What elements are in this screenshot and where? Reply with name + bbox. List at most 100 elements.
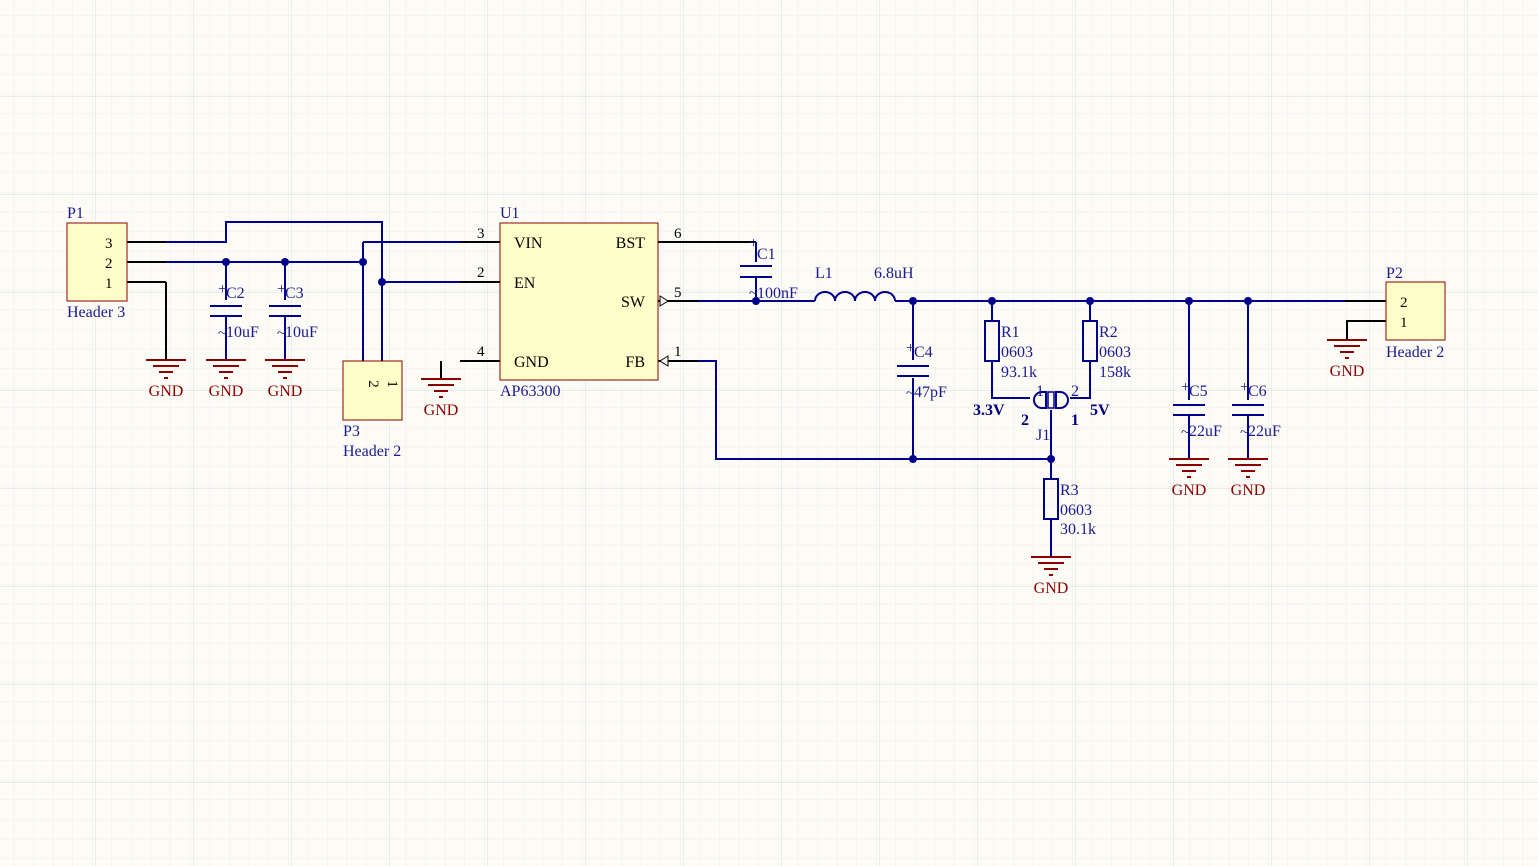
r2-package: 0603 bbox=[1099, 344, 1131, 361]
c4-value: 47pF bbox=[914, 384, 947, 401]
j1-pin-2: 2 bbox=[1021, 412, 1029, 429]
l1-value: 6.8uH bbox=[874, 265, 914, 282]
u1-pin-bst: BST bbox=[616, 235, 646, 252]
gnd-label: GND bbox=[268, 383, 303, 400]
sw-output-arrow bbox=[659, 295, 669, 307]
p1-pin-3: 3 bbox=[105, 236, 113, 252]
gnd-label: GND bbox=[1231, 482, 1266, 499]
p3-pin-1: 1 bbox=[384, 380, 400, 388]
u1-pin-num-gnd: 4 bbox=[477, 344, 485, 360]
capacitor-c2[interactable]: + C2 ~ 10uF bbox=[210, 281, 259, 360]
u1-value: AP63300 bbox=[500, 383, 560, 400]
r3-package: 0603 bbox=[1060, 502, 1092, 519]
c6-value: 22uF bbox=[1248, 423, 1281, 440]
gnd-symbol-p1: GND bbox=[146, 359, 186, 400]
r1-package: 0603 bbox=[1001, 344, 1033, 361]
c4-ref: C4 bbox=[914, 344, 933, 361]
r3-value: 30.1k bbox=[1060, 521, 1096, 538]
fb-input-arrow bbox=[659, 355, 669, 367]
gnd-label: GND bbox=[1172, 482, 1207, 499]
u1-pin-num-bst: 6 bbox=[674, 226, 682, 242]
c3-ref: C3 bbox=[285, 285, 304, 302]
resistor-r1[interactable]: R1 0603 93.1k bbox=[984, 320, 1037, 381]
u1-pin-fb: FB bbox=[625, 354, 645, 371]
gnd-symbol-r3: GND bbox=[1031, 556, 1071, 597]
gnd-symbol-c3: GND bbox=[265, 359, 305, 400]
c3-value: 10uF bbox=[285, 324, 318, 341]
capacitor-c6[interactable]: + C6 ~ 22uF bbox=[1232, 379, 1281, 459]
r1-value: 93.1k bbox=[1001, 364, 1037, 381]
gnd-label: GND bbox=[1034, 580, 1069, 597]
c2-value: 10uF bbox=[226, 324, 259, 341]
j1-small-pin-1: 1 bbox=[1036, 383, 1044, 400]
l1-ref: L1 bbox=[815, 265, 833, 282]
connector-p3[interactable]: 2 1 P3 Header 2 bbox=[342, 360, 403, 460]
c1-ref: C1 bbox=[757, 246, 776, 263]
resistor-r2[interactable]: R2 0603 158k bbox=[1082, 320, 1131, 381]
c5-ref: C5 bbox=[1189, 383, 1208, 400]
u1-pin-en: EN bbox=[514, 275, 536, 292]
p1-pin-2: 2 bbox=[105, 256, 113, 272]
capacitor-c4[interactable]: + C4 ~ 47pF bbox=[897, 340, 947, 402]
c1-tilde: ~ bbox=[749, 285, 758, 302]
r2-ref: R2 bbox=[1099, 324, 1118, 341]
capacitor-c1[interactable]: + C1 ~ 100nF bbox=[740, 235, 798, 302]
c3-plus-mark: + bbox=[277, 281, 286, 298]
c4-plus-mark: + bbox=[906, 340, 915, 357]
u1-pin-gnd: GND bbox=[514, 354, 549, 371]
c4-tilde: ~ bbox=[906, 385, 915, 402]
gnd-label: GND bbox=[149, 383, 184, 400]
gnd-symbol-c6: GND bbox=[1228, 458, 1268, 499]
p3-pin-2: 2 bbox=[365, 380, 381, 388]
jumper-j1[interactable]: 1 2 3.3V 5V 2 1 J1 bbox=[973, 383, 1110, 444]
gnd-symbol-c2: GND bbox=[206, 359, 246, 400]
c6-tilde: ~ bbox=[1240, 424, 1249, 441]
p2-ref: P2 bbox=[1386, 265, 1403, 282]
p2-pin-1: 1 bbox=[1400, 315, 1408, 331]
u1-pin-num-fb: 1 bbox=[674, 344, 682, 360]
p1-pin-1: 1 bbox=[105, 276, 113, 292]
capacitor-c3[interactable]: + C3 ~ 10uF bbox=[269, 281, 318, 360]
p1-ref: P1 bbox=[67, 205, 84, 222]
j1-label-5v: 5V bbox=[1090, 402, 1110, 419]
connector-p2[interactable]: P2 2 1 Header 2 bbox=[1385, 265, 1446, 361]
p3-value: Header 2 bbox=[343, 443, 401, 460]
p2-pin-2: 2 bbox=[1400, 295, 1408, 311]
junctions bbox=[222, 258, 1252, 463]
u1-pin-num-vin: 3 bbox=[477, 226, 485, 242]
u1-ref: U1 bbox=[500, 205, 520, 222]
gnd-label: GND bbox=[1330, 363, 1365, 380]
u1-pin-num-sw: 5 bbox=[674, 285, 682, 301]
ground-symbols: GND GND GND GND GND GND GND GND bbox=[146, 339, 1367, 597]
gnd-label: GND bbox=[209, 383, 244, 400]
c5-value: 22uF bbox=[1189, 423, 1222, 440]
c5-plus-mark: + bbox=[1181, 379, 1190, 396]
c6-plus-mark: + bbox=[1240, 379, 1249, 396]
ic-u1[interactable]: U1 AP63300 3 2 4 VIN EN GND 6 5 1 BST SW… bbox=[477, 205, 682, 400]
capacitor-c5[interactable]: + C5 ~ 22uF bbox=[1173, 379, 1222, 459]
gnd-symbol-p2: GND bbox=[1327, 339, 1367, 380]
c6-ref: C6 bbox=[1248, 383, 1267, 400]
gnd-symbol-c5: GND bbox=[1169, 458, 1209, 499]
resistor-r3[interactable]: R3 0603 30.1k bbox=[1043, 478, 1096, 557]
u1-pin-num-en: 2 bbox=[477, 265, 485, 281]
j1-ref: J1 bbox=[1036, 427, 1050, 444]
c1-value: 100nF bbox=[757, 285, 798, 302]
c2-ref: C2 bbox=[226, 285, 245, 302]
p2-value: Header 2 bbox=[1386, 344, 1444, 361]
p3-ref: P3 bbox=[343, 423, 360, 440]
c5-tilde: ~ bbox=[1181, 424, 1190, 441]
j1-pin-1: 1 bbox=[1071, 412, 1079, 429]
r2-value: 158k bbox=[1099, 364, 1131, 381]
connector-p1[interactable]: P1 3 2 1 Header 3 bbox=[66, 205, 128, 321]
p1-value: Header 3 bbox=[67, 304, 125, 321]
c3-tilde: ~ bbox=[277, 325, 286, 342]
c2-tilde: ~ bbox=[218, 325, 227, 342]
r1-ref: R1 bbox=[1001, 324, 1020, 341]
c1-plus-mark: + bbox=[749, 235, 758, 252]
c2-plus-mark: + bbox=[218, 281, 227, 298]
inductor-l1[interactable]: L1 6.8uH bbox=[814, 265, 914, 302]
gnd-symbol-u1: GND bbox=[421, 378, 461, 419]
